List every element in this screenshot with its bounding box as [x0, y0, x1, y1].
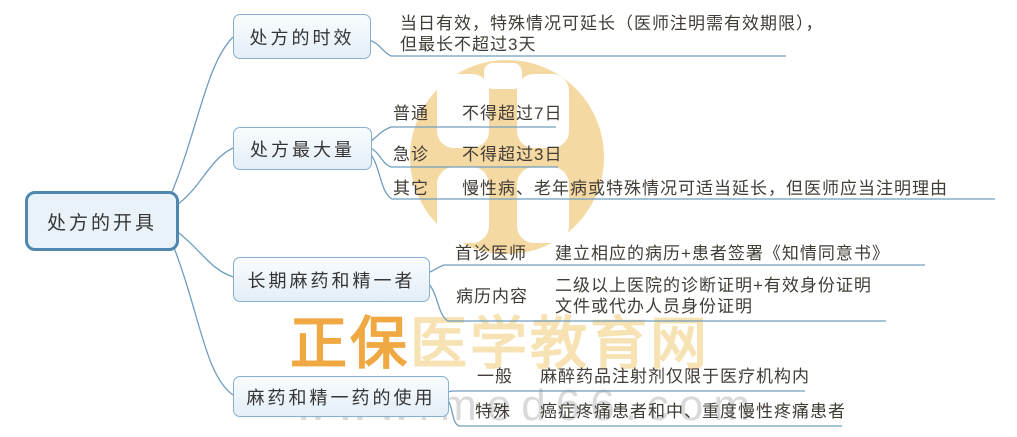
leaf-value-general[interactable]: 麻醉药品注射剂仅限于医疗机构内	[540, 367, 810, 386]
leaf-value-emergency[interactable]: 不得超过3日	[462, 145, 563, 164]
leaf-value-ordinary[interactable]: 不得超过7日	[462, 104, 563, 123]
branch-node-narcotics-usage[interactable]: 麻药和精一药的使用	[233, 376, 449, 417]
root-node-prescription-issuing[interactable]: 处方的开具	[25, 191, 179, 251]
branch-node-max-amount[interactable]: 处方最大量	[233, 127, 372, 170]
watermark-brand-light: 医学教育网	[410, 312, 710, 376]
leaf-label-general[interactable]: 一般	[477, 367, 513, 386]
watermark-brand-bold: 正保	[290, 312, 410, 376]
leaf-label-ordinary[interactable]: 普通	[393, 104, 429, 123]
leaf-label-emergency[interactable]: 急诊	[393, 145, 429, 164]
leaf-validity-detail[interactable]: 当日有效，特殊情况可延长（医师注明需有效期限）， 但最长不超过3天	[400, 14, 824, 54]
leaf-label-special[interactable]: 特殊	[475, 402, 511, 421]
leaf-value-record-content[interactable]: 二级以上医院的诊断证明+有效身份证明 文件或代办人员身份证明	[555, 276, 872, 316]
branch-node-validity[interactable]: 处方的时效	[233, 14, 371, 59]
leaf-value-special[interactable]: 癌症疼痛患者和中、重度慢性疼痛患者	[540, 402, 846, 421]
leaf-value-other[interactable]: 慢性病、老年病或特殊情况可适当延长，但医师应当注明理由	[462, 179, 948, 198]
watermark-brand-text: 正保医学教育网	[290, 314, 710, 374]
leaf-label-other[interactable]: 其它	[393, 179, 429, 198]
branch-node-longterm-narcotics[interactable]: 长期麻药和精一者	[233, 257, 430, 302]
leaf-value-first-doctor[interactable]: 建立相应的病历+患者签署《知情同意书》	[555, 244, 890, 263]
leaf-label-record-content[interactable]: 病历内容	[456, 287, 528, 306]
leaf-label-first-doctor[interactable]: 首诊医师	[455, 244, 527, 263]
